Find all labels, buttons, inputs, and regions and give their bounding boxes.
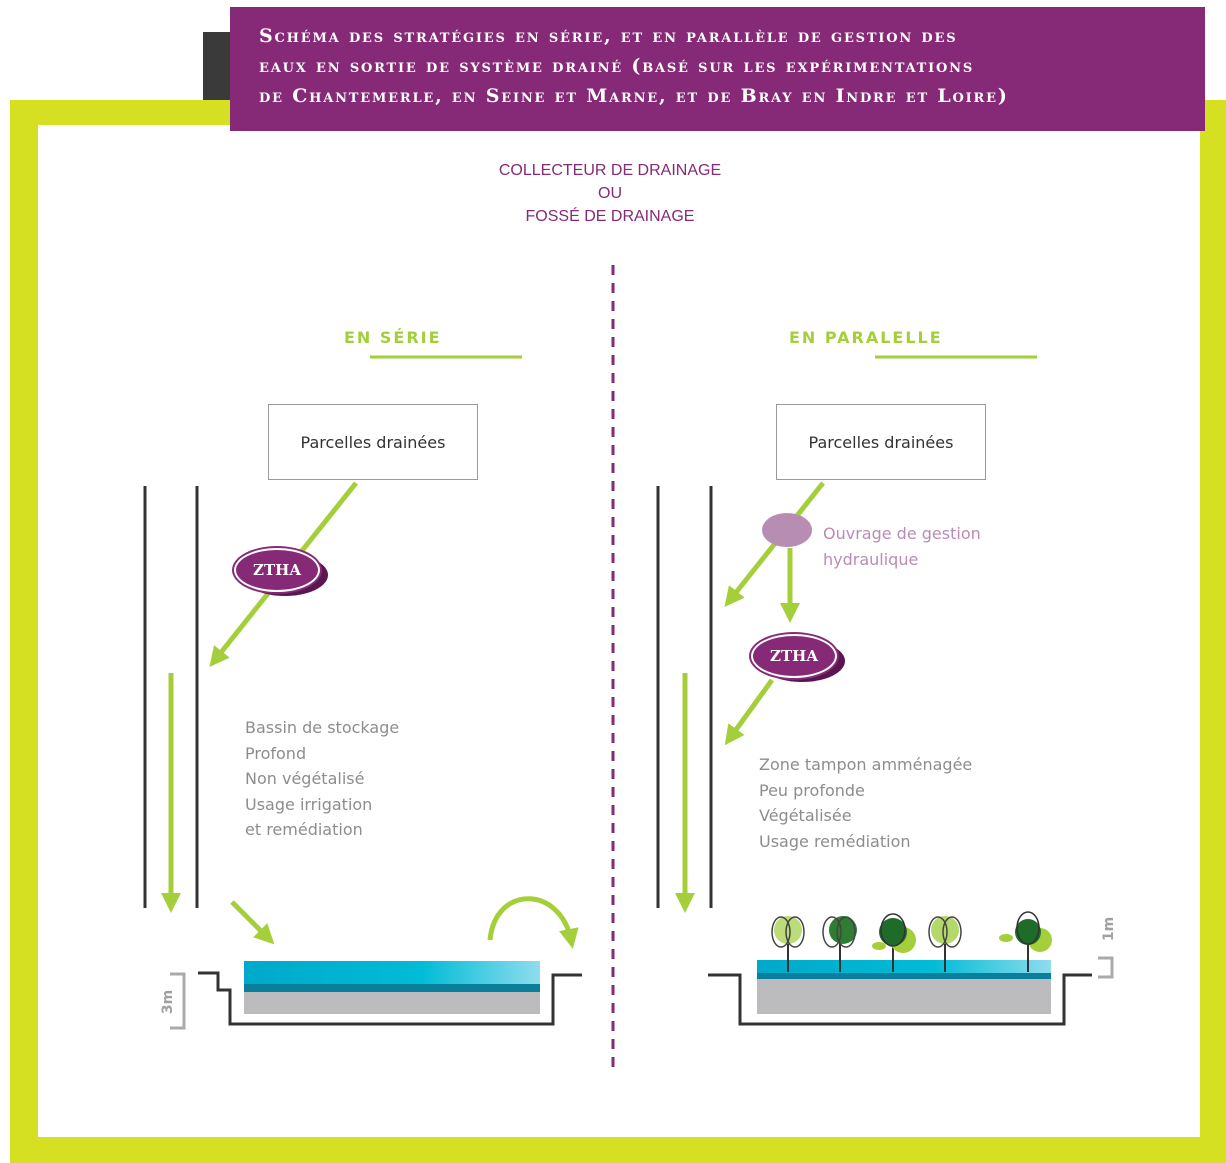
parallele-arrow-from-ztha <box>724 678 775 746</box>
parallele-description: Zone tampon amménagée Peu profonde Végét… <box>759 752 972 854</box>
parallele-ztha-label: ZTHA <box>751 634 837 678</box>
serie-arrow-overflow <box>487 896 579 949</box>
serie-desc-line: Profond <box>245 743 307 763</box>
parallele-depth-bracket <box>1098 956 1114 979</box>
collector-line-3: FOSSÉ DE DRAINAGE <box>525 208 695 225</box>
parallele-depth-label: 1m <box>1101 916 1118 942</box>
plant-1 <box>771 916 805 972</box>
collector-label: COLLECTEUR DE DRAINAGE OU FOSSÉ DE DRAIN… <box>410 159 810 228</box>
ouvrage-ellipse <box>762 513 812 547</box>
plant-2 <box>822 916 857 972</box>
title-line-2: eaux en sortie de système drainé (basé s… <box>259 55 975 77</box>
serie-heading: EN SÉRIE <box>344 328 442 347</box>
ouvrage-label: Ouvrage de gestion hydraulique <box>823 521 981 573</box>
title-line-1: Schéma des stratégies en série, et en pa… <box>259 25 958 47</box>
parallele-ztha-badge: ZTHA <box>751 634 845 684</box>
parallele-basin-sediment <box>757 977 1051 1014</box>
parallele-parcelles-label: Parcelles drainées <box>808 432 954 452</box>
serie-desc-line: Non végétalisé <box>245 769 365 788</box>
parallele-heading: EN PARALELLE <box>789 328 943 347</box>
title-line-3: de Chantemerle, en Seine et Marne, et de… <box>259 85 1009 107</box>
parallele-desc-line: Usage remédiation <box>759 831 911 851</box>
serie-depth-label: 3m <box>160 989 177 1015</box>
title-banner: Schéma des stratégies en série, et en pa… <box>230 7 1205 131</box>
collector-line-1: COLLECTEUR DE DRAINAGE <box>498 162 722 179</box>
serie-ztha-label: ZTHA <box>234 548 320 592</box>
serie-basin-sediment <box>244 991 540 1014</box>
serie-basin-water-band <box>244 984 540 992</box>
serie-desc-line: Usage irrigation <box>245 794 373 814</box>
serie-basin-outline <box>198 971 582 1026</box>
serie-desc-line: Bassin de stockage <box>245 718 400 737</box>
serie-description: Bassin de stockage Profond Non végétalis… <box>245 715 399 843</box>
parallele-basin-water-band <box>757 973 1051 979</box>
parallele-parcelles-box: Parcelles drainées <box>776 404 986 480</box>
serie-parcelles-label: Parcelles drainées <box>300 432 446 452</box>
ouvrage-line-1: Ouvrage de gestion <box>823 524 981 543</box>
serie-desc-line: et remédiation <box>245 820 363 839</box>
ouvrage-line-2: hydraulique <box>823 550 919 569</box>
serie-basin-water <box>244 961 540 985</box>
plant-3 <box>872 913 916 972</box>
parallele-desc-line: Zone tampon amménagée <box>759 755 973 774</box>
collector-line-2: OU <box>598 185 622 202</box>
serie-parcelles-box: Parcelles drainées <box>268 404 478 480</box>
plant-5 <box>999 911 1052 972</box>
parallele-basin-outline <box>708 973 1092 1026</box>
plant-4 <box>928 916 962 972</box>
parallele-desc-line: Peu profonde <box>759 780 865 800</box>
parallele-desc-line: Végétalisée <box>759 806 852 825</box>
serie-arrow-to-basin <box>230 900 275 945</box>
parallele-basin-water <box>757 960 1051 974</box>
serie-depth-bracket <box>170 972 186 1030</box>
serie-ztha-badge: ZTHA <box>234 548 328 598</box>
